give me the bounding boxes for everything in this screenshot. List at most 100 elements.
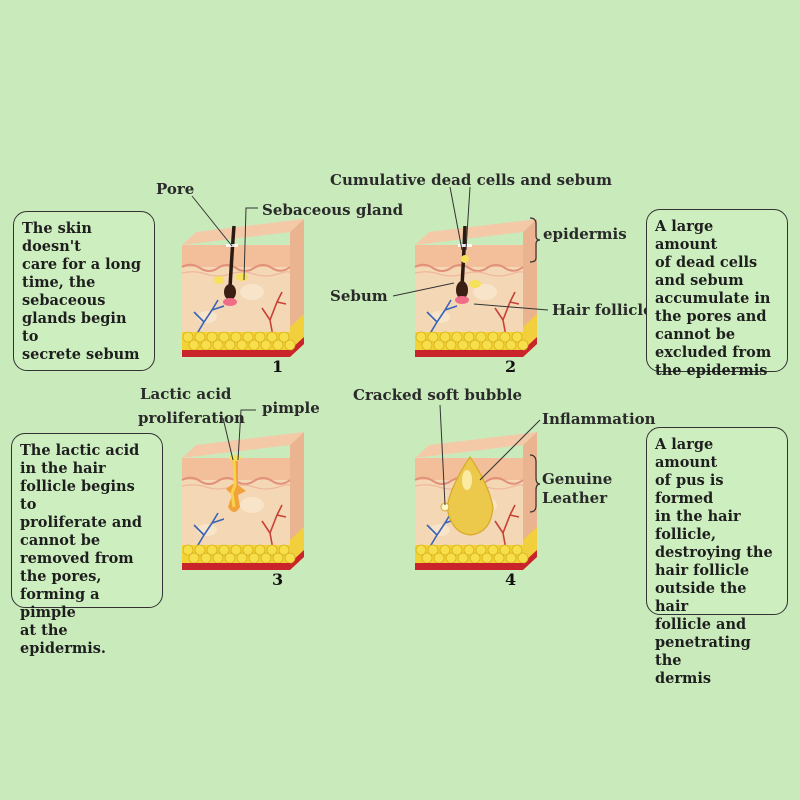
label-hair-follicle: Hair follicle bbox=[552, 301, 653, 319]
fat-cell bbox=[427, 331, 439, 343]
description-box-stage-1: The skin doesn't care for a long time, t… bbox=[13, 211, 155, 371]
fat-cell bbox=[487, 544, 499, 556]
fat-cell bbox=[439, 331, 451, 343]
sebaceous-gland-leader bbox=[243, 207, 258, 281]
fat-cell bbox=[254, 331, 266, 343]
fat-cell bbox=[218, 544, 230, 556]
red-vessel bbox=[261, 504, 287, 556]
blue-vessel bbox=[424, 512, 458, 556]
skin-block-top-face bbox=[415, 219, 537, 245]
fat-cell bbox=[242, 331, 254, 343]
fat-cell bbox=[266, 331, 278, 343]
inflammation-leader bbox=[479, 419, 541, 481]
cracked-bubble-leader bbox=[439, 404, 446, 506]
label-pore: Pore bbox=[156, 180, 195, 198]
fat-cell bbox=[475, 331, 487, 343]
pus-highlight bbox=[462, 470, 472, 490]
stage-number-2: 2 bbox=[505, 357, 517, 376]
fat-cell bbox=[511, 544, 523, 556]
skin-block-top-face bbox=[415, 432, 537, 458]
fat-cell bbox=[218, 331, 230, 343]
fat-cell bbox=[242, 544, 254, 556]
pimple-leader bbox=[237, 409, 256, 461]
fat-cell bbox=[451, 331, 463, 343]
epidermis-wave bbox=[181, 263, 291, 272]
sebaceous-gland bbox=[236, 273, 248, 281]
epidermis-layer bbox=[182, 245, 290, 267]
dermis-wave bbox=[414, 271, 524, 277]
pus-bubble bbox=[446, 455, 494, 536]
label-leather: Leather bbox=[542, 489, 608, 507]
stage-number-4: 4 bbox=[505, 570, 517, 589]
base-layer bbox=[415, 563, 523, 570]
base-layer bbox=[182, 563, 290, 570]
genuine-leather-bracket bbox=[529, 454, 541, 513]
pore-opening bbox=[458, 244, 472, 247]
base-layer bbox=[415, 350, 523, 357]
blue-vessel bbox=[191, 299, 225, 343]
red-vessel bbox=[494, 291, 520, 343]
label-lactic-acid: Lactic acid bbox=[140, 385, 232, 403]
dermis-wave bbox=[181, 271, 291, 277]
pore-leader bbox=[191, 195, 233, 247]
red-vessel bbox=[494, 504, 520, 556]
lactic-acid-leader bbox=[222, 417, 234, 461]
fat-cell bbox=[284, 339, 296, 351]
base-layer bbox=[182, 350, 290, 357]
dermis-spot bbox=[473, 284, 497, 300]
skin-block-side-base bbox=[290, 550, 304, 570]
label-pimple: pimple bbox=[262, 399, 320, 417]
follicle-papilla bbox=[455, 296, 469, 304]
skin-block-side-base bbox=[523, 550, 537, 570]
label-proliferation: proliferation bbox=[138, 409, 245, 427]
fat-cell bbox=[475, 544, 487, 556]
skin-block-stage-3 bbox=[181, 432, 304, 570]
fat-cell bbox=[427, 544, 439, 556]
label-sebaceous-gland: Sebaceous gland bbox=[262, 201, 404, 219]
skin-block-stage-2 bbox=[414, 219, 537, 357]
description-box-stage-2: A large amount of dead cells and sebum a… bbox=[646, 209, 788, 379]
fat-cell bbox=[415, 544, 427, 556]
description-box-stage-4: A large amount of pus is formed in the h… bbox=[646, 427, 788, 687]
fat-cell bbox=[499, 544, 511, 556]
dermis-spot bbox=[240, 497, 264, 513]
fat-cell bbox=[230, 544, 242, 556]
cumulative-leader bbox=[449, 186, 463, 251]
fat-cell bbox=[517, 339, 529, 351]
hair-bulb bbox=[456, 281, 468, 299]
fat-cell bbox=[278, 544, 290, 556]
fat-cell bbox=[487, 331, 499, 343]
label-sebum: Sebum bbox=[330, 287, 388, 305]
label-epidermis: epidermis bbox=[543, 225, 627, 243]
hair-shaft bbox=[228, 225, 236, 289]
fat-cell bbox=[266, 544, 278, 556]
fat-cell bbox=[517, 552, 529, 564]
fat-cell bbox=[182, 331, 194, 343]
epidermis-bracket bbox=[529, 217, 541, 263]
blue-vessel bbox=[191, 512, 225, 556]
label-inflammation: Inflammation bbox=[542, 410, 656, 428]
skin-block-stage-4 bbox=[414, 432, 537, 570]
fat-cell bbox=[415, 331, 427, 343]
fat-cell bbox=[206, 544, 218, 556]
sebaceous-gland bbox=[214, 276, 224, 284]
red-vessel bbox=[261, 291, 287, 343]
fat-cell bbox=[284, 552, 296, 564]
lactic-acid-core bbox=[230, 460, 237, 508]
skin-block-top-face bbox=[182, 219, 304, 245]
hair-bulb bbox=[224, 284, 236, 300]
fat-cell bbox=[499, 331, 511, 343]
blue-vessel bbox=[424, 299, 458, 343]
dermis-wave bbox=[181, 484, 291, 490]
fat-cell bbox=[194, 331, 206, 343]
stage-number-3: 3 bbox=[272, 570, 284, 589]
fat-cell bbox=[254, 544, 266, 556]
label-cumulative-dead-cells: Cumulative dead cells and sebum bbox=[330, 171, 612, 189]
sebaceous-gland bbox=[469, 280, 481, 288]
fat-cell bbox=[194, 544, 206, 556]
sebum-plug bbox=[461, 255, 469, 263]
pimple-head bbox=[229, 455, 241, 461]
stage-number-1: 1 bbox=[272, 357, 284, 376]
epidermis-layer bbox=[415, 245, 523, 267]
